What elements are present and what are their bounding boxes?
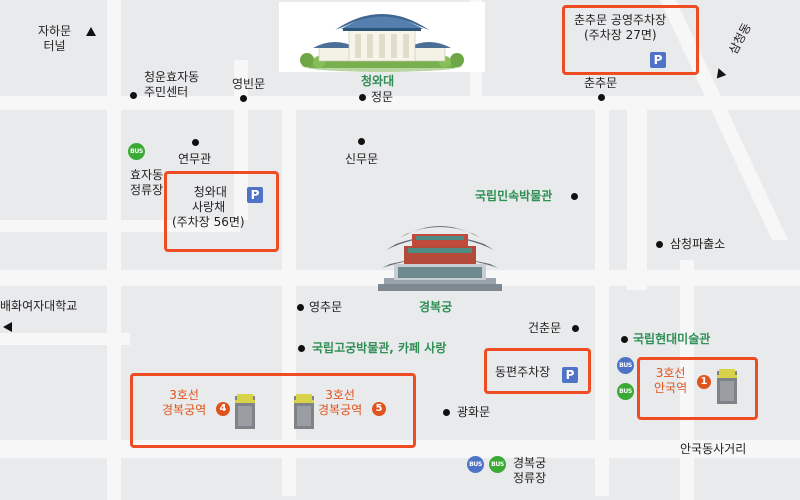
subway-entrance-icon [717, 369, 737, 404]
mmca-label: 국립현대미술관 [633, 332, 711, 346]
folk-museum-label: 국립민속박물관 [475, 189, 553, 203]
palace-icon [378, 226, 502, 291]
dongpyeon-parking-highlight [484, 348, 591, 394]
location-dot-icon [598, 94, 605, 101]
hyoja-stop-label: 효자동 정류장 [130, 168, 164, 197]
subway-entrance-icon [294, 394, 314, 429]
location-dot-icon [656, 241, 663, 248]
gbg-exit4-label: 3호선 경복궁역 [162, 388, 207, 417]
blue-roof-house-icon [300, 14, 464, 72]
anguk-intersection-label: 안국동사거리 [680, 442, 747, 456]
location-dot-icon [443, 409, 450, 416]
exit-number-badge: 4 [216, 402, 230, 416]
yeongbinmun-label: 영빈문 [232, 77, 266, 91]
road [0, 333, 130, 345]
direction-arrow-icon [86, 27, 96, 36]
location-dot-icon [192, 139, 199, 146]
jeongmun-label: 정문 [371, 90, 394, 104]
chunchumun-label: 춘추문 [584, 76, 618, 90]
road [282, 96, 296, 496]
chunchumun-parking-highlight [562, 5, 699, 75]
cheongwadae-illustration [279, 2, 485, 72]
gyeongbokgung-station-highlight [130, 373, 416, 448]
parking-icon: P [247, 187, 263, 203]
direction-arrow-icon [713, 66, 727, 79]
location-dot-icon [358, 138, 365, 145]
location-dot-icon [297, 304, 304, 311]
bus-stop-icon: BUS [128, 143, 145, 160]
road [0, 220, 240, 232]
bus-stop-icon: BUS [617, 383, 634, 400]
yeongchumun-label: 영추문 [309, 300, 343, 314]
palace-museum-label: 국립고궁박물관, 카페 사랑 [312, 341, 447, 355]
cheongun-center-label: 청운효자동 주민센터 [144, 70, 200, 99]
anguk-station-label: 3호선 안국역 [654, 366, 688, 395]
gwanghwamun-label: 광화문 [457, 405, 491, 419]
location-dot-icon [572, 325, 579, 332]
parking-icon: P [650, 52, 666, 68]
road [595, 96, 609, 496]
sinmumun-label: 신무문 [345, 152, 379, 166]
gbg-exit5-label: 3호선 경복궁역 [318, 388, 363, 417]
road [107, 0, 121, 500]
yeonmugwan-label: 연무관 [178, 152, 212, 166]
location-dot-icon [298, 345, 305, 352]
bus-stop-icon: BUS [489, 456, 506, 473]
chunchumun-parking-label: 춘추문 공영주차장 (주차장 27면) [574, 13, 667, 42]
samcheong-police-label: 삼청파출소 [670, 237, 726, 251]
gyeongbokgung-label: 경복궁 [419, 300, 453, 314]
exit-number-badge: 5 [372, 402, 386, 416]
location-dot-icon [621, 336, 628, 343]
sarangchae-label: 청와대 사랑채 (주차장 56면) [172, 185, 245, 229]
location-dot-icon [130, 92, 137, 99]
road [627, 110, 647, 290]
jahamun-tunnel-label: 자하문 터널 [38, 24, 72, 53]
location-dot-icon [571, 193, 578, 200]
sarangchae-parking-highlight [164, 171, 279, 252]
subway-entrance-icon [235, 394, 255, 429]
bus-stop-icon: BUS [467, 456, 484, 473]
samcheongdong-label: 삼청동 [726, 20, 754, 57]
baehwa-label: 배화여자대학교 [0, 299, 78, 313]
anguk-station-highlight [637, 357, 758, 420]
exit-number-badge: 1 [697, 375, 711, 389]
bus-stop-icon: BUS [617, 357, 634, 374]
location-dot-icon [359, 94, 366, 101]
location-dot-icon [240, 95, 247, 102]
gyeongbokgung-stop-label: 경복궁 정류장 [513, 456, 547, 485]
cheongwadae-label: 청와대 [361, 74, 395, 88]
geonchunmun-label: 건춘문 [528, 321, 562, 335]
road [680, 260, 694, 500]
parking-icon: P [562, 367, 578, 383]
dongpyeon-parking-label: 동편주차장 [495, 365, 551, 379]
direction-arrow-icon [3, 322, 12, 332]
